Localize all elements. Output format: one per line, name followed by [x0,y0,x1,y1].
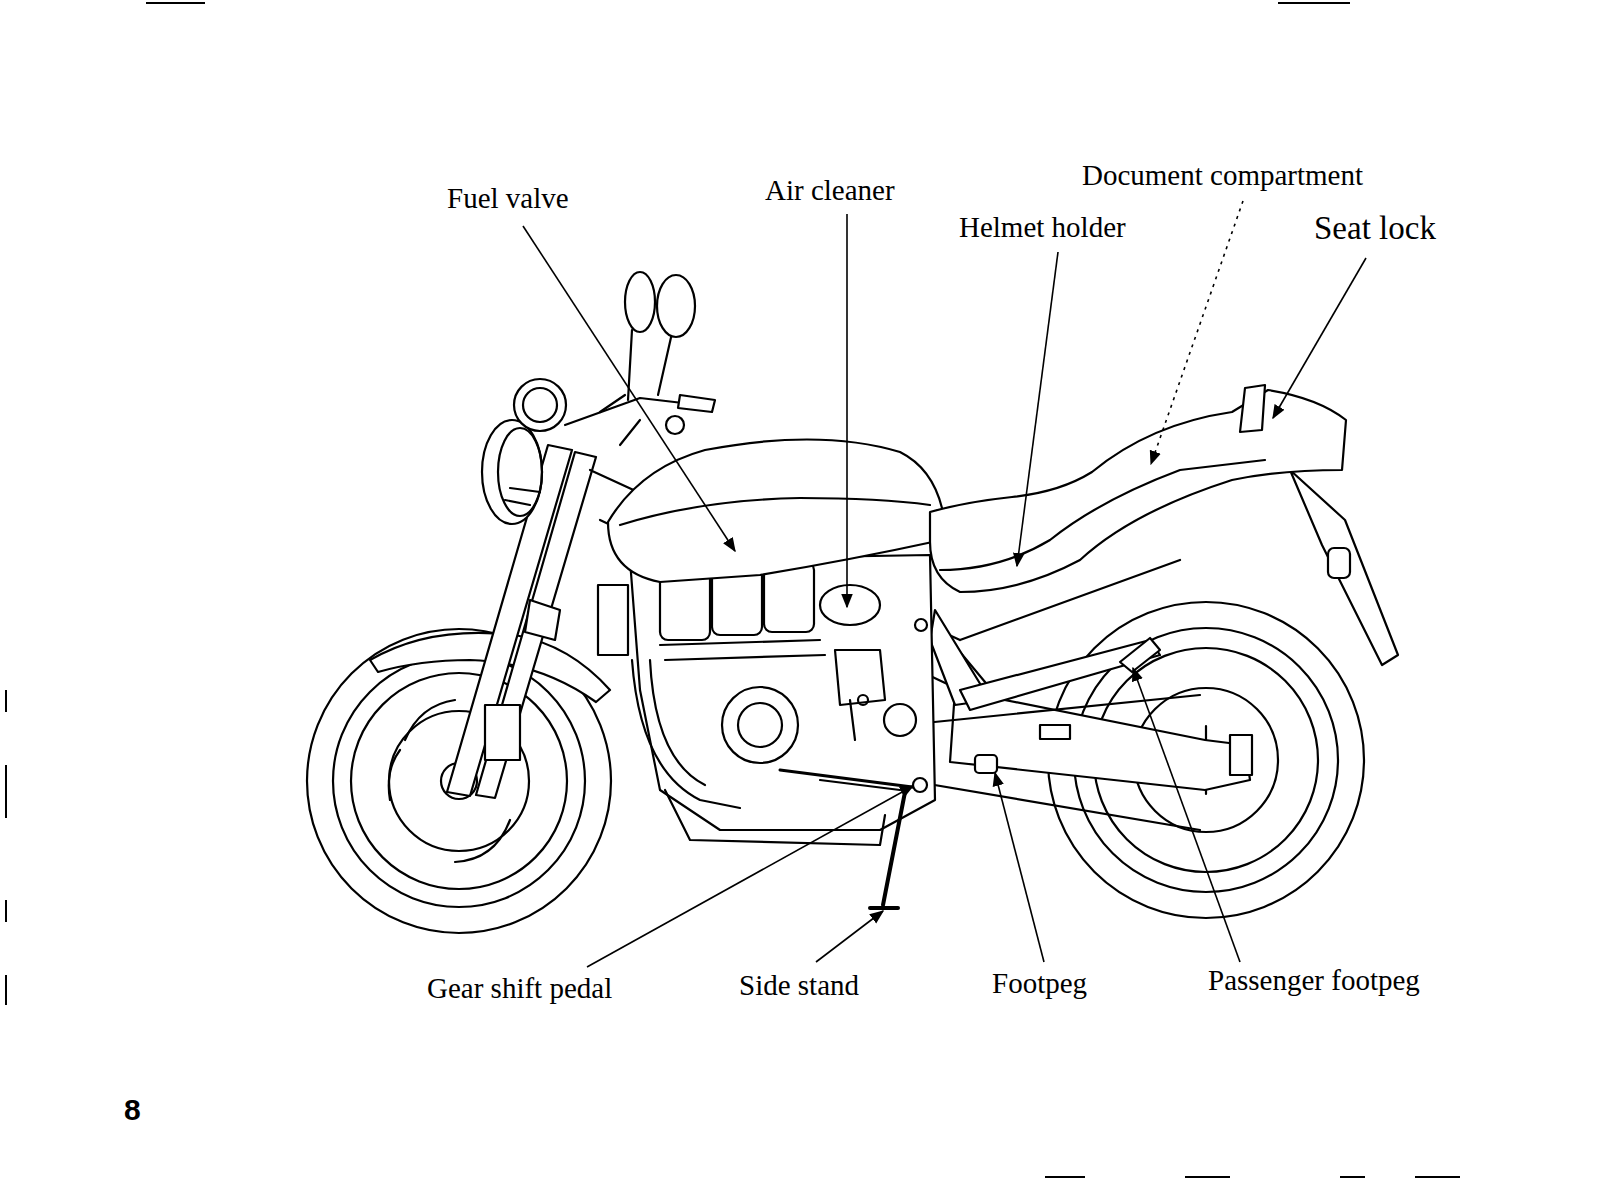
part-label: Fuel valve [447,182,569,214]
label-holder: Gear shift pedal [427,973,612,1005]
part-label: Seat lock [1314,210,1436,246]
label-holder: Air cleaner [765,175,895,207]
label-holder: Seat lock [1314,210,1436,246]
part-label: Helmet holder [959,211,1126,243]
part-label: Side stand [739,969,859,1001]
motorcycle [307,272,1398,933]
part-label: Passenger footpeg [1208,964,1420,996]
label-holder: Passenger footpeg [1208,965,1420,997]
page-number: 8 [124,1093,141,1126]
part-label: Gear shift pedal [427,972,612,1004]
label-holder: Fuel valve [447,183,569,215]
part-label: Document compartment [1082,159,1363,191]
label-holder: Document compartment [1082,160,1363,192]
leader-lines [523,201,1366,967]
scan-marks [6,3,1460,1177]
label-holder: Footpeg [992,968,1087,1000]
label-holder: Helmet holder [959,212,1126,244]
part-label: Air cleaner [765,174,895,206]
label-holder: 8 [124,1093,141,1127]
part-label: Footpeg [992,967,1087,999]
label-holder: Side stand [739,970,859,1002]
